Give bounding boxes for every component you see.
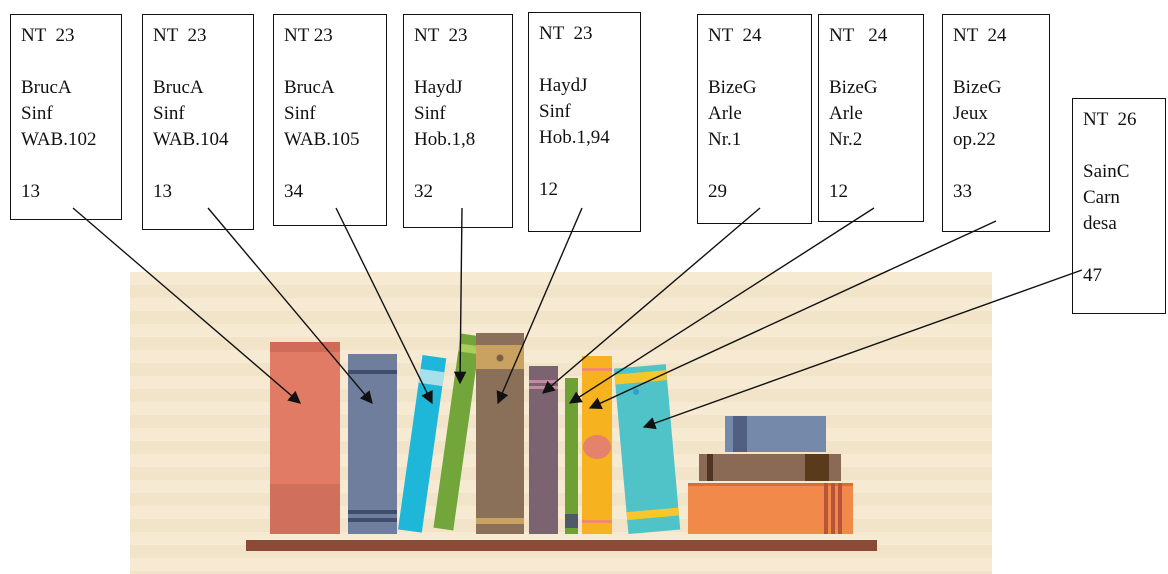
card-work: WAB.102 <box>21 129 97 150</box>
label-card-1: NT 23 BrucA Sinf WAB.102 13 <box>10 14 122 220</box>
card-genre: Carn <box>1083 187 1120 208</box>
card-location: NT 23 <box>21 25 75 46</box>
arrow-3 <box>335 207 433 405</box>
shelf-board <box>246 540 877 551</box>
card-location: NT 23 <box>153 25 207 46</box>
card-work: Nr.1 <box>708 129 742 150</box>
card-work: desa <box>1083 213 1117 234</box>
arrow-7 <box>568 207 875 404</box>
card-genre: Sinf <box>21 103 53 124</box>
book-mauve <box>529 366 558 534</box>
card-genre: Sinf <box>284 103 316 124</box>
label-card-2: NT 23 BrucA Sinf WAB.104 13 <box>142 14 254 230</box>
card-count: 13 <box>21 181 40 202</box>
label-card-8: NT 24 BizeG Jeux op.22 33 <box>942 14 1050 232</box>
card-composer: SainC <box>1083 161 1130 182</box>
arrow-2 <box>207 207 373 404</box>
label-card-6: NT 24 BizeG Arle Nr.1 29 <box>697 14 812 224</box>
card-location: NT 24 <box>708 25 762 46</box>
card-location: NT 23 <box>539 23 593 44</box>
book-brown <box>476 333 524 534</box>
book-thin-green <box>565 378 578 534</box>
card-location: NT 24 <box>953 25 1007 46</box>
arrow-6 <box>542 207 761 394</box>
book-cyan <box>398 355 447 533</box>
card-genre: Arle <box>829 103 863 124</box>
card-location: NT 23 <box>284 25 333 46</box>
label-card-3: NT 23 BrucA Sinf WAB.105 34 <box>273 14 387 226</box>
card-count: 12 <box>829 181 848 202</box>
card-composer: BizeG <box>953 77 1002 98</box>
card-composer: BizeG <box>829 77 878 98</box>
label-card-5: NT 23 HaydJ Sinf Hob.1,94 12 <box>528 12 641 232</box>
book-teal <box>613 364 681 535</box>
arrows <box>72 207 1083 430</box>
book-stack-middle <box>699 454 841 481</box>
card-work: op.22 <box>953 129 996 150</box>
arrow-4 <box>453 207 467 385</box>
card-composer: BrucA <box>284 77 335 98</box>
arrow-8 <box>588 220 997 409</box>
card-genre: Sinf <box>414 103 446 124</box>
card-location: NT 23 <box>414 25 468 46</box>
card-count: 32 <box>414 181 433 202</box>
card-composer: HaydJ <box>414 77 463 98</box>
arrow-5 <box>496 207 583 405</box>
book-orange <box>582 356 612 534</box>
card-genre: Sinf <box>153 103 185 124</box>
card-work: Hob.1,94 <box>539 127 610 148</box>
card-location: NT 24 <box>829 25 888 46</box>
card-genre: Sinf <box>539 101 571 122</box>
card-work: WAB.105 <box>284 129 360 150</box>
card-count: 12 <box>539 179 558 200</box>
arrow-1 <box>72 207 301 404</box>
label-card-7: NT 24 BizeG Arle Nr.2 12 <box>818 14 924 222</box>
card-count: 29 <box>708 181 727 202</box>
card-location: NT 26 <box>1083 109 1137 130</box>
book-stack-bottom <box>688 483 853 534</box>
book-red <box>270 342 340 534</box>
book-slate-blue <box>348 354 397 534</box>
book-stack-top <box>725 416 826 452</box>
card-work: WAB.104 <box>153 129 229 150</box>
card-work: Nr.2 <box>829 129 863 150</box>
label-card-4: NT 23 HaydJ Sinf Hob.1,8 32 <box>403 14 513 228</box>
label-card-9: NT 26 SainC Carn desa 47 <box>1072 98 1166 314</box>
book-green <box>433 333 481 531</box>
card-count: 13 <box>153 181 172 202</box>
card-genre: Arle <box>708 103 742 124</box>
card-work: Hob.1,8 <box>414 129 476 150</box>
card-composer: BrucA <box>21 77 72 98</box>
card-composer: BizeG <box>708 77 757 98</box>
card-composer: HaydJ <box>539 75 588 96</box>
card-count: 47 <box>1083 265 1102 286</box>
card-composer: BrucA <box>153 77 204 98</box>
arrow-9 <box>642 269 1083 430</box>
card-count: 33 <box>953 181 972 202</box>
card-genre: Jeux <box>953 103 988 124</box>
card-count: 34 <box>284 181 303 202</box>
